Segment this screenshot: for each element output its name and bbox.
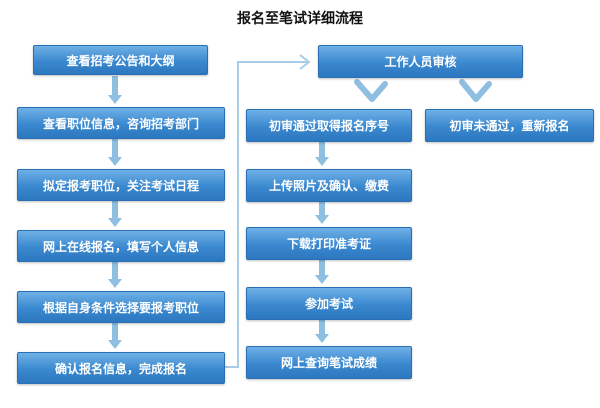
down-arrow-left-3 (108, 201, 122, 227)
step-view-announcement: 查看招考公告和大纲 (33, 45, 208, 75)
branch-chevron-fail (459, 79, 492, 102)
step-view-positions: 查看职位信息，咨询招考部门 (17, 107, 225, 139)
down-arrow-right-4 (315, 319, 329, 343)
step-online-registration: 网上在线报名，填写个人信息 (17, 230, 225, 262)
step-upload-photo-pay: 上传照片及确认、缴费 (246, 169, 412, 202)
down-arrow-left-4 (108, 262, 122, 288)
down-arrow-right-3 (315, 259, 329, 284)
branch-chevron-pass (354, 79, 388, 102)
step-fail-reregister: 初审未通过，重新报名 (425, 109, 594, 142)
step-staff-review: 工作人员审核 (318, 45, 523, 78)
step-choose-position: 拟定报考职位，关注考试日程 (17, 169, 225, 201)
connector-arrowhead-to-review (299, 54, 311, 70)
down-arrow-left-2 (108, 139, 122, 166)
connector-line-to-review (223, 61, 308, 368)
page-title: 报名至笔试详细流程 (237, 11, 363, 27)
step-print-admission-ticket: 下载打印准考证 (246, 227, 412, 260)
step-pass-get-number: 初审通过取得报名序号 (246, 109, 412, 142)
step-take-exam: 参加考试 (246, 287, 412, 320)
step-select-by-condition: 根据自身条件选择要报考职位 (17, 291, 225, 323)
step-check-scores: 网上查询笔试成绩 (246, 346, 412, 379)
down-arrow-left-5 (108, 323, 122, 349)
down-arrow-left-1 (108, 76, 122, 104)
down-arrow-right-1 (315, 141, 329, 166)
step-confirm-registration: 确认报名信息，完成报名 (17, 352, 225, 384)
down-arrow-right-2 (315, 201, 329, 224)
